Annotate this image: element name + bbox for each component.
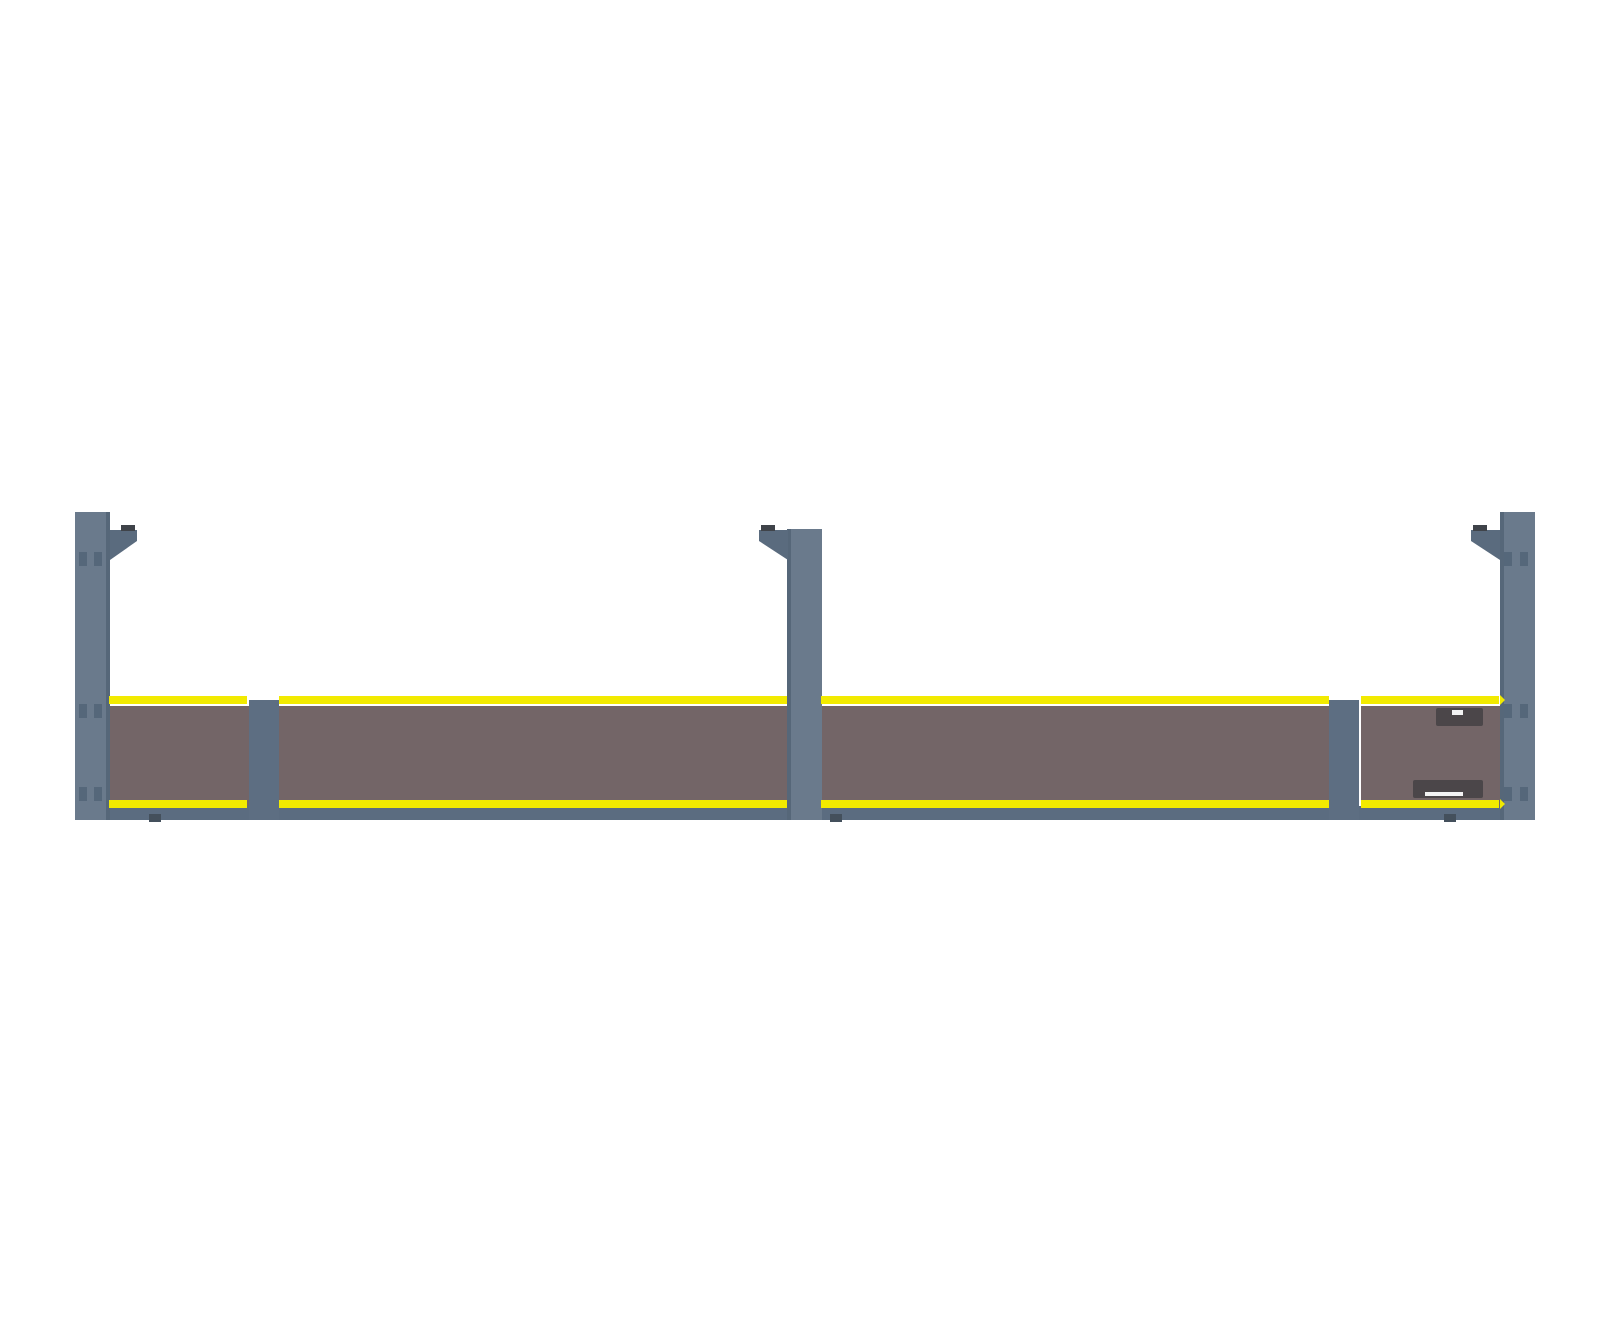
bottom-rail-2 bbox=[279, 800, 787, 808]
foot-tab-1 bbox=[149, 814, 161, 822]
right-post-fastener-group bbox=[1504, 552, 1528, 801]
top-rail-2 bbox=[279, 696, 787, 704]
bottom-rail-4 bbox=[1361, 800, 1499, 808]
top-rail-3 bbox=[821, 696, 1329, 704]
center-post-edge bbox=[787, 529, 791, 820]
top-rail-1 bbox=[109, 696, 247, 704]
lower-column-right bbox=[1329, 700, 1359, 820]
bottom-rail-1 bbox=[109, 800, 247, 808]
top-rail-4 bbox=[1361, 696, 1499, 704]
lower-column-left bbox=[249, 700, 279, 820]
connector-box-lower-window bbox=[1425, 792, 1463, 796]
center-post bbox=[787, 529, 822, 820]
bottom-rail-3 bbox=[821, 800, 1329, 808]
left-top-bracket-head bbox=[121, 525, 135, 531]
panel-bay-3 bbox=[821, 706, 1329, 806]
panel-bay-2 bbox=[279, 706, 787, 806]
foot-tab-3 bbox=[1444, 814, 1456, 822]
right-top-rail-marker bbox=[1500, 695, 1505, 705]
left-top-bracket bbox=[110, 530, 137, 560]
foot-tab-2 bbox=[830, 814, 842, 822]
connector-box-upper-window bbox=[1452, 710, 1463, 715]
left-post-edge bbox=[106, 512, 110, 820]
right-bottom-rail-marker bbox=[1500, 799, 1505, 809]
right-top-bracket bbox=[1471, 530, 1500, 560]
panel-bay-1 bbox=[109, 706, 249, 806]
right-post-edge bbox=[1500, 512, 1504, 820]
center-top-bracket-head bbox=[761, 525, 775, 531]
right-top-bracket-head bbox=[1473, 525, 1487, 531]
center-top-bracket bbox=[759, 530, 788, 560]
connector-box-upper bbox=[1436, 708, 1483, 726]
left-post-fastener-group bbox=[79, 552, 102, 801]
